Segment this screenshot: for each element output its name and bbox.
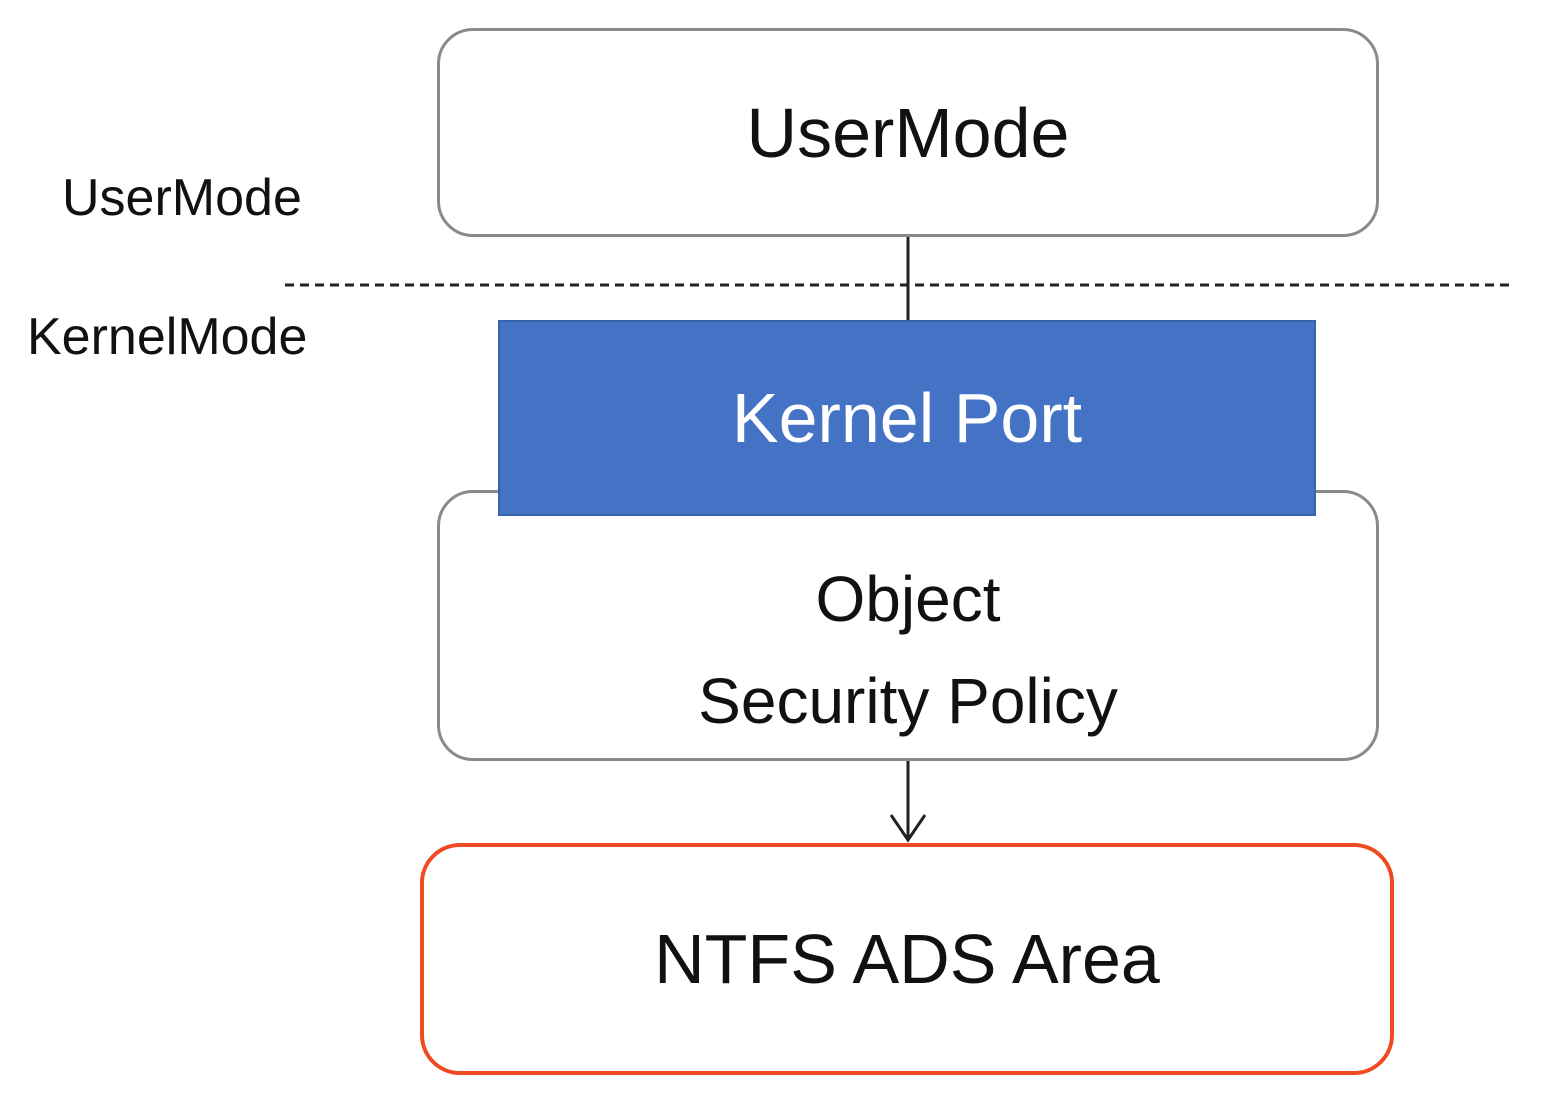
policy-label-line1: Object <box>815 562 1001 635</box>
policy-to-ntfs-arrowhead <box>889 814 927 843</box>
policy-label-line2: Security Policy <box>698 664 1118 737</box>
object-security-policy-box: Object Security Policy <box>437 490 1379 761</box>
ntfs-ads-area-box: NTFS ADS Area <box>420 843 1394 1075</box>
ntfs-ads-area-label: NTFS ADS Area <box>654 920 1160 998</box>
usermode-box-label: UserMode <box>746 93 1070 172</box>
usermode-box: UserMode <box>437 28 1379 237</box>
usermode-region-label: UserMode <box>62 169 302 227</box>
kernel-port-label: Kernel Port <box>731 379 1083 457</box>
kernelmode-region-label: KernelMode <box>27 308 308 366</box>
kernel-port-box: Kernel Port <box>498 320 1316 516</box>
